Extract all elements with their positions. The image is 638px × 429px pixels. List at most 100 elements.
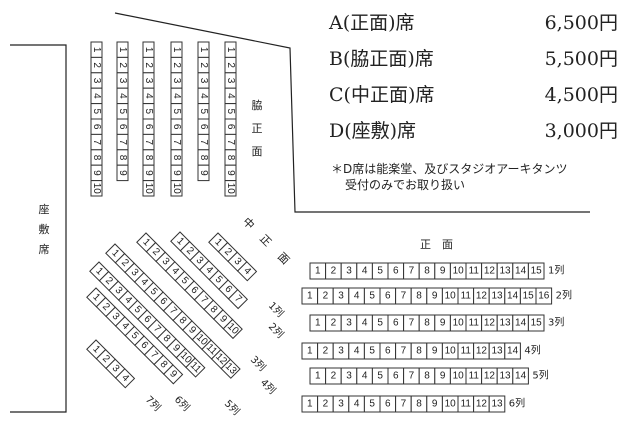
seat-number: 14 bbox=[507, 291, 519, 302]
seat[interactable] bbox=[488, 395, 506, 413]
row-label: 1列 bbox=[266, 299, 287, 320]
seat-number: 14 bbox=[515, 371, 527, 382]
naka-char-2: 正 bbox=[257, 232, 274, 249]
seat-number: 4 bbox=[362, 371, 368, 382]
seat-number: 4 bbox=[198, 93, 209, 99]
seat-number: 4 bbox=[171, 93, 182, 99]
naka-char-3: 面 bbox=[275, 250, 292, 267]
waki-char-2: 正 bbox=[252, 122, 263, 135]
waki-char-1: 脇 bbox=[252, 99, 263, 112]
seat-number: 5 bbox=[143, 109, 154, 115]
seat[interactable] bbox=[114, 368, 136, 389]
seat-number: 6 bbox=[393, 371, 399, 382]
row-label: 5列 bbox=[532, 369, 548, 382]
seat[interactable] bbox=[527, 262, 545, 280]
seat-number: 14 bbox=[515, 318, 527, 329]
seat[interactable] bbox=[236, 261, 258, 282]
seat[interactable] bbox=[90, 180, 103, 197]
waki-shomen-label: 脇 正 面 bbox=[252, 99, 263, 158]
seat-number: 4 bbox=[362, 266, 368, 277]
seat-number: 10 bbox=[453, 318, 465, 329]
row-label: 7列 bbox=[143, 393, 164, 414]
price-name-d: D(座敷)席 bbox=[329, 120, 417, 142]
seat-number: 1 bbox=[307, 346, 313, 357]
seat-number: 10 bbox=[453, 266, 465, 277]
seat[interactable] bbox=[197, 164, 210, 182]
seat-number: 14 bbox=[515, 266, 527, 277]
seat[interactable] bbox=[170, 180, 183, 197]
seat-number: 8 bbox=[91, 155, 102, 161]
seat[interactable] bbox=[116, 164, 129, 182]
seat-number: 10 bbox=[445, 291, 457, 302]
seat-number: 5 bbox=[225, 109, 236, 115]
price-name-c: C(中正面)席 bbox=[329, 84, 435, 106]
row-label: 5列 bbox=[222, 397, 243, 418]
seat-number: 1 bbox=[171, 47, 182, 53]
naka-shomen-section: 12341列12345672列123456789103列123456789101… bbox=[86, 231, 287, 418]
seat-number: 8 bbox=[225, 155, 236, 161]
seat[interactable] bbox=[535, 287, 553, 305]
seat[interactable] bbox=[220, 358, 241, 379]
seat-number: 1 bbox=[143, 47, 154, 53]
seat[interactable] bbox=[163, 364, 184, 385]
seat[interactable] bbox=[222, 318, 243, 340]
seat-number: 2 bbox=[323, 399, 329, 410]
seat-number: 8 bbox=[424, 266, 430, 277]
seat-number: 6 bbox=[143, 124, 154, 130]
seat-number: 7 bbox=[401, 399, 407, 410]
seat-number: 12 bbox=[484, 266, 496, 277]
seat-number: 12 bbox=[476, 291, 488, 302]
zashiki-label: 座 敷 席 bbox=[39, 202, 50, 256]
seat-number: 9 bbox=[440, 371, 446, 382]
seat-number: 8 bbox=[424, 371, 430, 382]
row-label: 6列 bbox=[172, 393, 193, 414]
seat-number: 8 bbox=[416, 346, 422, 357]
seat-number: 11 bbox=[461, 291, 472, 302]
seat[interactable] bbox=[504, 342, 521, 360]
seat-number: 7 bbox=[171, 139, 182, 145]
seat-number: 7 bbox=[401, 291, 407, 302]
seat-number: 7 bbox=[143, 139, 154, 145]
seat-number: 3 bbox=[198, 78, 209, 84]
seat[interactable] bbox=[185, 357, 206, 378]
seat[interactable] bbox=[512, 367, 529, 385]
seat-number: 9 bbox=[143, 170, 154, 176]
seat-number: 3 bbox=[91, 78, 102, 84]
seat-number: 3 bbox=[338, 399, 344, 410]
seat-number: 1 bbox=[117, 47, 128, 53]
seat-number: 7 bbox=[409, 318, 415, 329]
seat-number: 13 bbox=[491, 346, 503, 357]
seat-number: 1 bbox=[198, 47, 209, 53]
seat-number: 6 bbox=[393, 318, 399, 329]
row-label: 2列 bbox=[556, 289, 572, 302]
seat-number: 6 bbox=[385, 346, 391, 357]
seat-number: 16 bbox=[538, 291, 550, 302]
seat-number: 2 bbox=[171, 62, 182, 68]
seat-number: 9 bbox=[440, 318, 446, 329]
seat[interactable] bbox=[142, 180, 155, 197]
seat[interactable] bbox=[224, 180, 237, 197]
seat-number: 15 bbox=[531, 318, 543, 329]
seat-number: 9 bbox=[91, 170, 102, 176]
seat-number: 13 bbox=[499, 318, 511, 329]
seat-number: 11 bbox=[461, 399, 472, 410]
seat-number: 2 bbox=[143, 62, 154, 68]
seat[interactable] bbox=[527, 314, 545, 332]
zashiki-char-2: 敷 bbox=[39, 222, 50, 236]
row-label: 3列 bbox=[248, 353, 269, 374]
zashiki-char-1: 座 bbox=[39, 202, 50, 216]
seat-number: 12 bbox=[484, 318, 496, 329]
seat-number: 12 bbox=[476, 399, 488, 410]
seat[interactable] bbox=[227, 288, 249, 310]
seat-number: 8 bbox=[198, 155, 209, 161]
seat-number: 8 bbox=[117, 155, 128, 161]
